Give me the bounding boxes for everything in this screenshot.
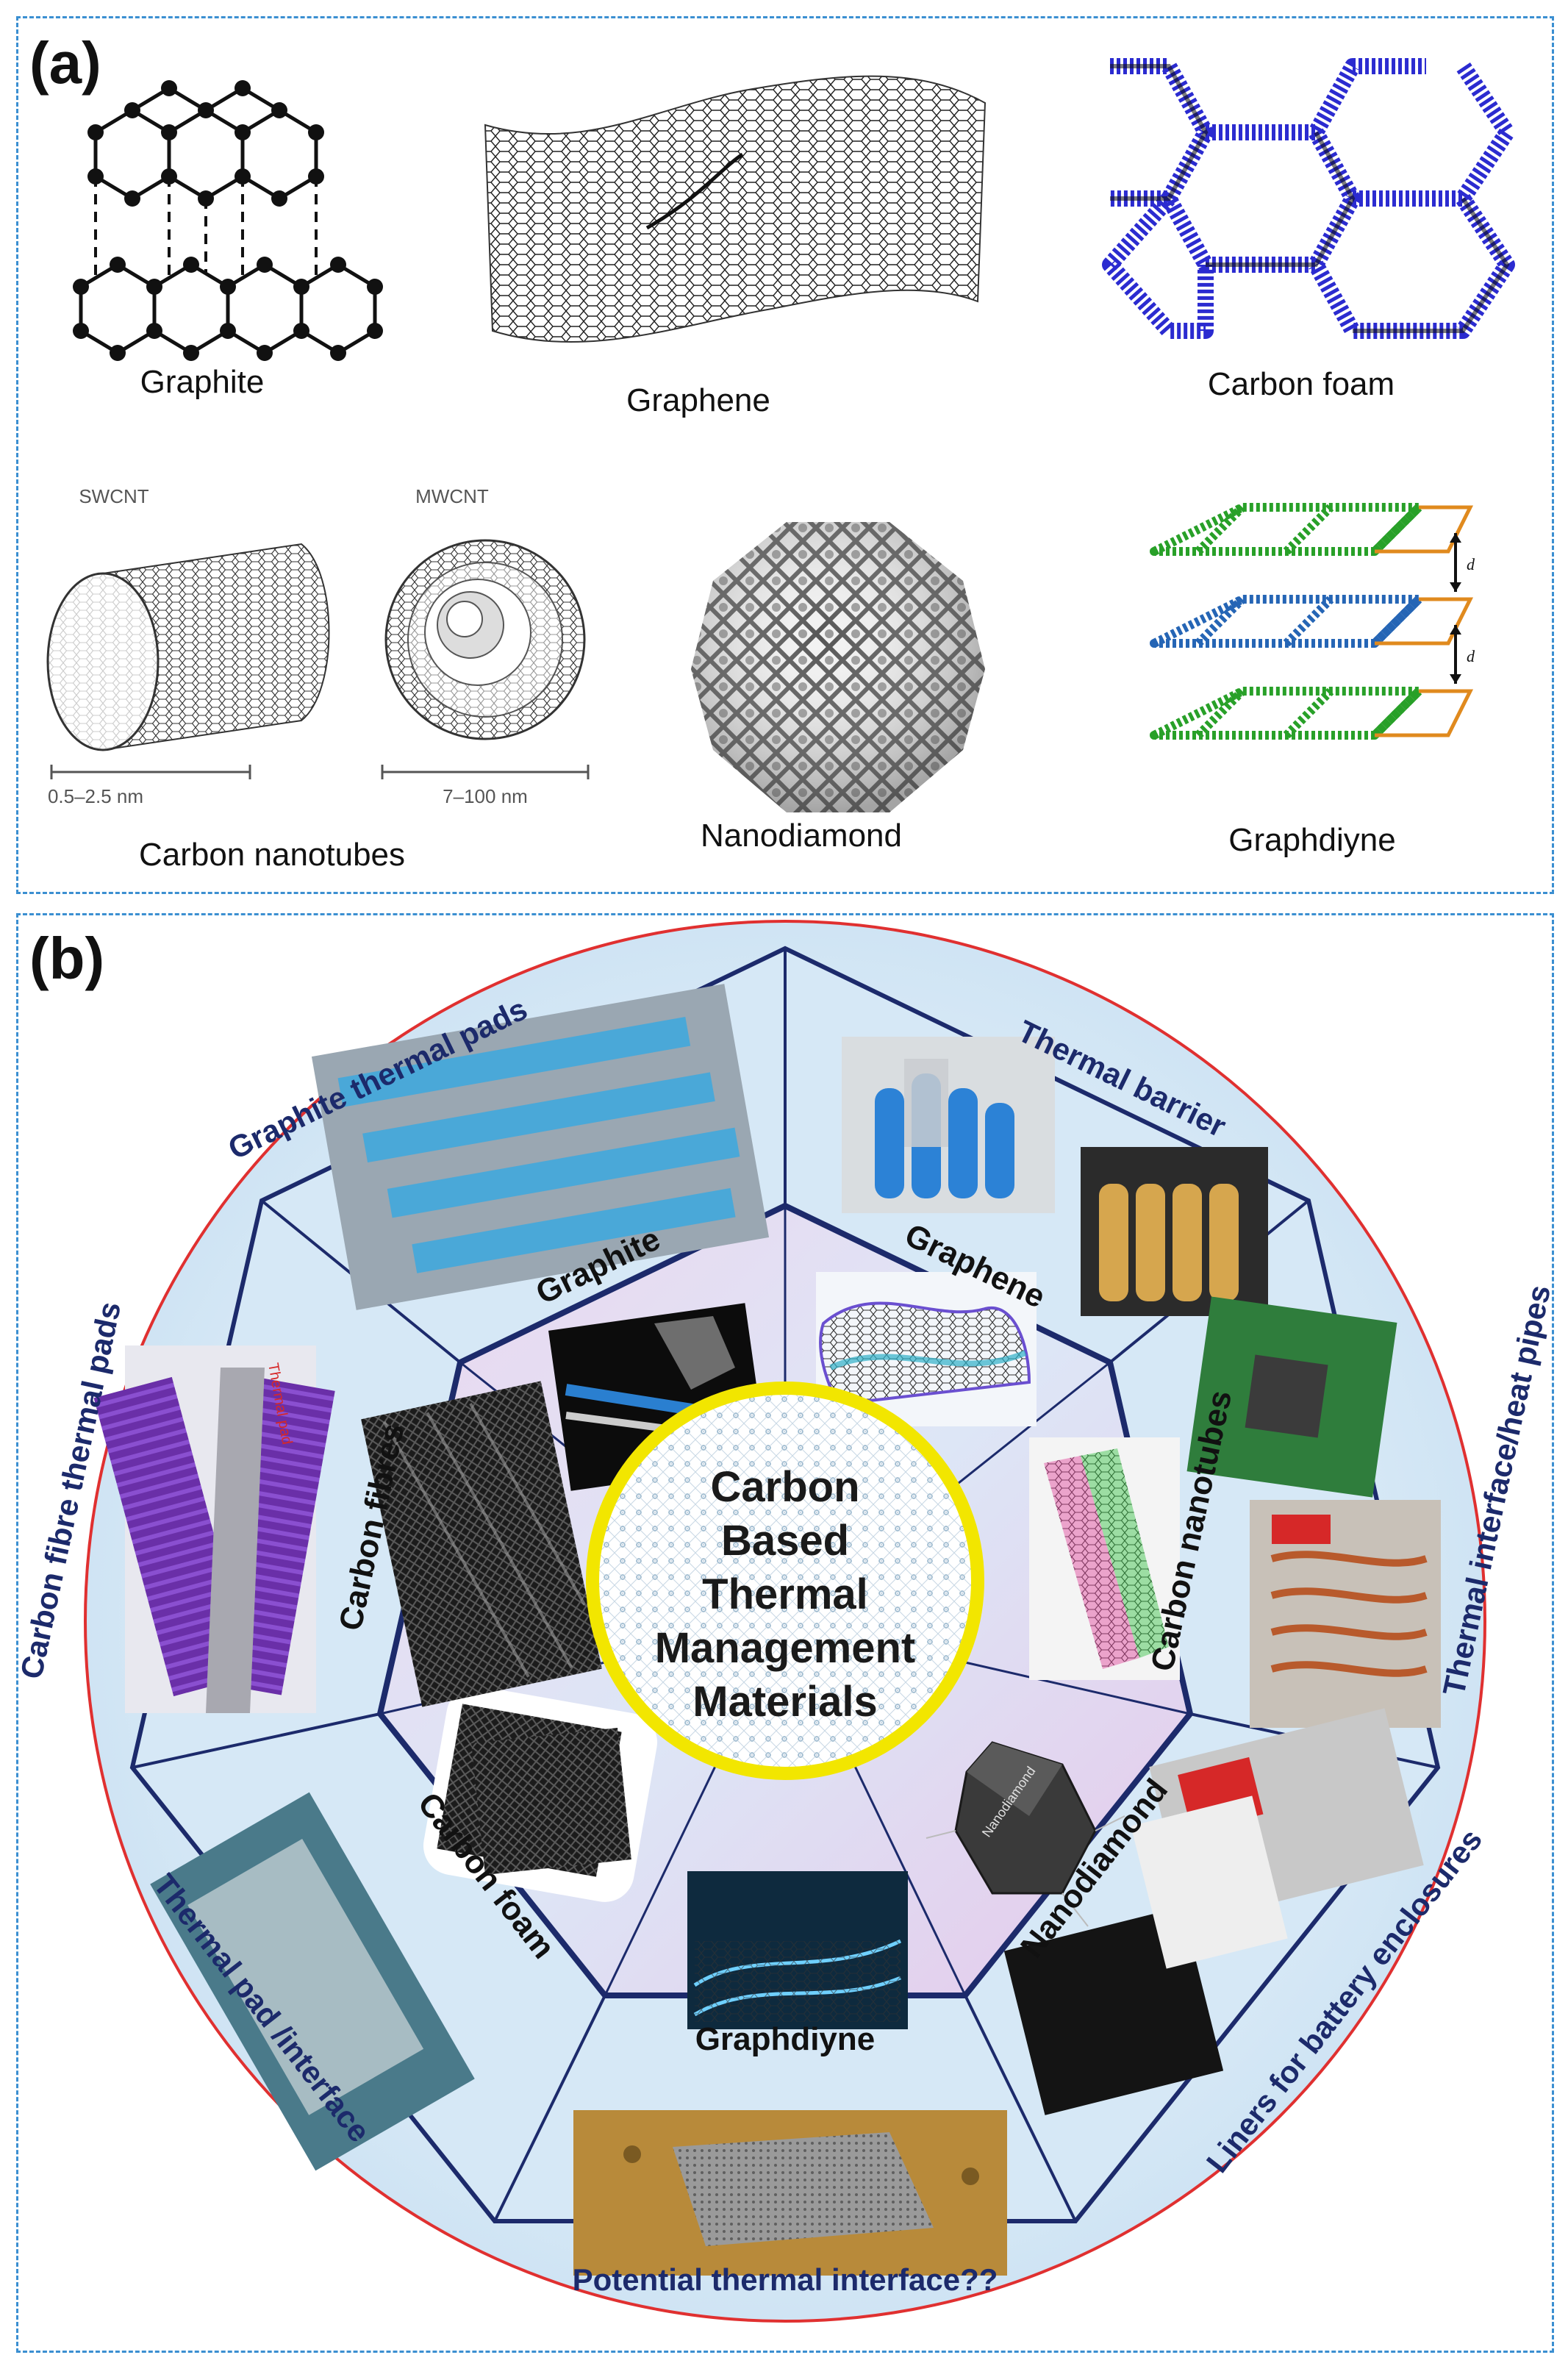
swcnt-scale: 0.5–2.5 nm (47, 785, 144, 807)
graphdiyne-spacing-d1: d (1467, 555, 1475, 573)
graphene-label: Graphene (626, 382, 770, 418)
carbon-foam-illustration (1102, 58, 1515, 339)
photo-carbon-fibres-weave (361, 1381, 602, 1707)
photo-carbon-nanotube-colourful (1029, 1437, 1180, 1680)
photo-carbon-fibre-thermal-pads: Thermal pad (93, 1345, 335, 1713)
center-line-5: Materials (692, 1678, 877, 1726)
photo-heat-pipes (1186, 1296, 1441, 1728)
panel-b-label: (b) (29, 926, 105, 991)
center-line-2: Based (721, 1517, 849, 1565)
outer-label-potential-thermal-interface: Potential thermal interface?? (573, 2262, 998, 2297)
panel-a-label: (a) (29, 30, 101, 96)
center-line-4: Management (655, 1624, 916, 1672)
photo-ev-battery-packs (311, 984, 770, 1310)
graphdiyne-label: Graphdiyne (1228, 822, 1396, 858)
photo-graphdiyne-network (687, 1871, 908, 2029)
center-title: Carbon Based Thermal Management Material… (655, 1463, 916, 1726)
photo-thermal-barrier-cells (842, 1037, 1268, 1316)
graphite-structure-illustration (73, 80, 383, 361)
photo-nanodiamond-crystal: Nanodiamond (926, 1741, 1125, 1927)
panel-b-frame (16, 913, 1554, 2353)
graphdiyne-illustration: d d (1150, 503, 1475, 740)
graphdiyne-spacing-d2: d (1467, 647, 1475, 665)
mwcnt-illustration (381, 539, 590, 779)
graphene-sheet-illustration (484, 75, 987, 343)
center-line-1: Carbon (711, 1463, 860, 1511)
center-line-3: Thermal (702, 1570, 868, 1618)
photo-thermal-pad-interface (150, 1792, 475, 2171)
center-circle (586, 1382, 984, 1780)
mwcnt-scale: 7–100 nm (443, 785, 528, 807)
carbon-foam-label: Carbon foam (1207, 366, 1395, 402)
graphite-label: Graphite (140, 364, 265, 400)
swcnt-title: SWCNT (79, 485, 149, 507)
photo-carbon-foam-sheets (423, 1686, 658, 1902)
nanodiamond-label: Nanodiamond (701, 818, 902, 854)
swcnt-illustration (46, 543, 330, 779)
mwcnt-title: MWCNT (415, 485, 489, 507)
photo-battery-enclosure-liners (1003, 1708, 1424, 2115)
carbon-nanotubes-label: Carbon nanotubes (138, 837, 406, 873)
inner-label-graphdiyne: Graphdiyne (695, 2021, 876, 2057)
panel-a-frame (16, 16, 1554, 894)
nanodiamond-illustration (691, 522, 985, 812)
photo-potential-thermal-interface (573, 2110, 1007, 2276)
